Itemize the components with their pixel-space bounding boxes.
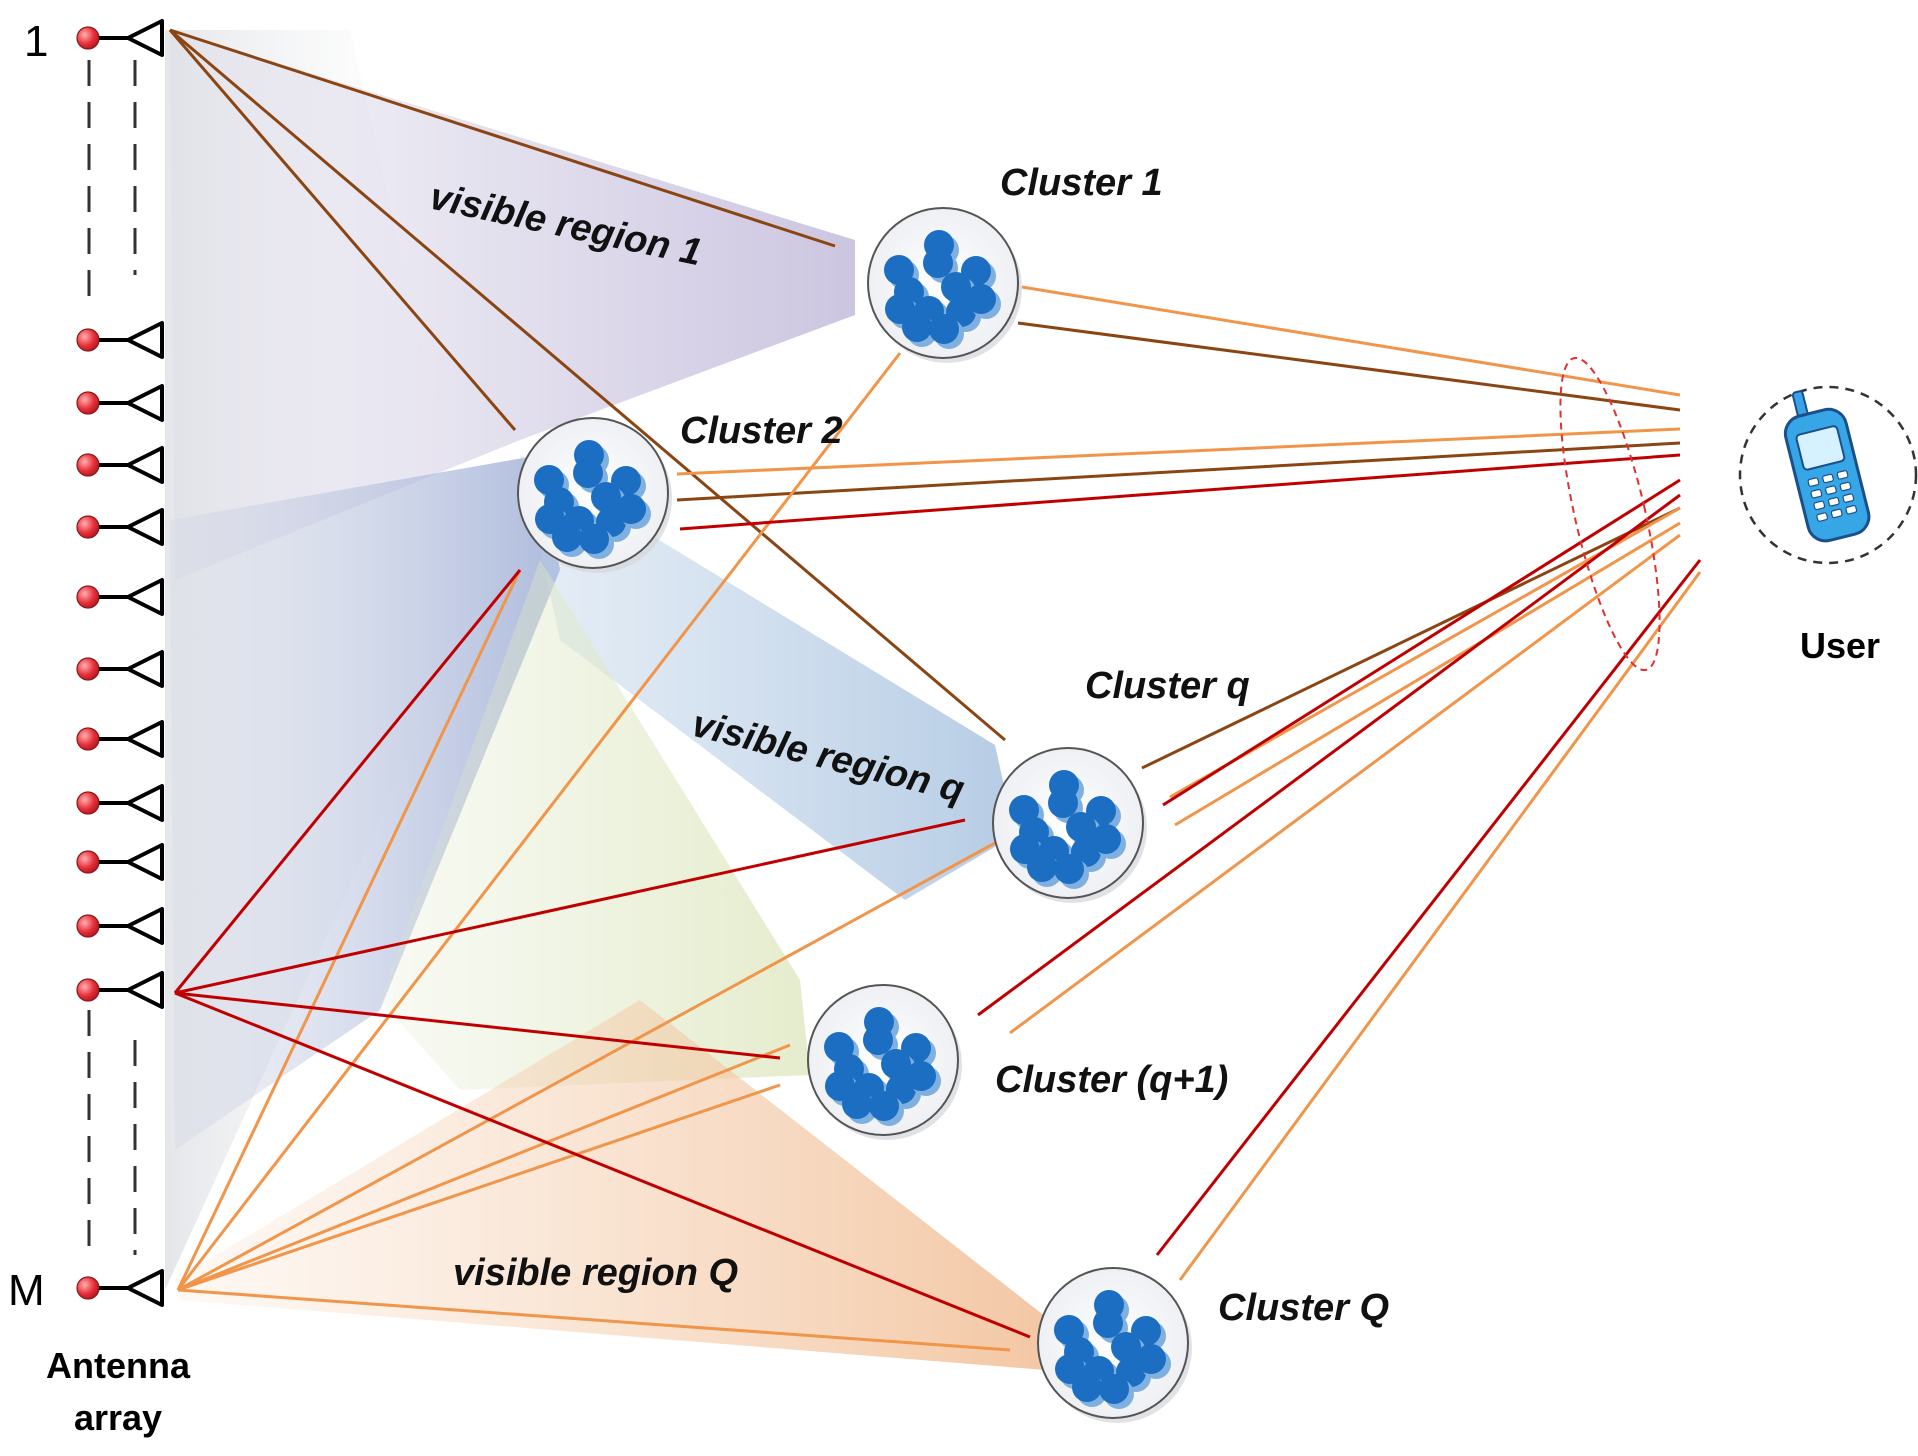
visible-region-Q-label: visible region Q [453, 1252, 738, 1294]
cluster-2 [517, 417, 672, 573]
cluster-q [992, 747, 1147, 903]
scatterer [579, 524, 609, 554]
visible-region-2-area [170, 455, 560, 1150]
scatterer [929, 314, 959, 344]
antenna-icon [75, 784, 164, 822]
scatterer [1136, 1344, 1166, 1374]
scatterer [1027, 852, 1057, 882]
visible-region-Q-area [175, 1000, 1050, 1370]
scatterer [863, 1025, 893, 1055]
cluster-q1 [807, 984, 962, 1140]
scatterer [611, 466, 641, 496]
antenna-icon [75, 321, 164, 359]
beam-ellipse [1559, 356, 1661, 672]
antenna-icon [75, 720, 164, 758]
user [1738, 385, 1918, 565]
cluster-Q-label: Cluster Q [1218, 1287, 1389, 1329]
cluster-2-label: Cluster 2 [680, 410, 843, 452]
scatterer [869, 1091, 899, 1121]
red-paths [173, 453, 1702, 1339]
antenna-first-label: 1 [24, 17, 48, 66]
scatterer [961, 256, 991, 286]
scatterer [591, 482, 621, 512]
antenna-icon [75, 19, 164, 57]
visible-region-1-area [170, 30, 855, 580]
scatterer [1066, 812, 1096, 842]
antenna-icon [75, 508, 164, 546]
visible-region-q-area [520, 455, 1015, 900]
cluster-q1-label: Cluster (q+1) [995, 1059, 1228, 1101]
scatterer [842, 1089, 872, 1119]
antenna-icon [75, 578, 164, 616]
scatterer [1072, 1372, 1102, 1402]
cluster-1 [867, 207, 1022, 363]
array-dashes [87, 60, 137, 1255]
visible-regions [165, 30, 1050, 1370]
antenna-icon [75, 843, 164, 881]
antenna-last-label: M [8, 1266, 45, 1315]
clusters [517, 207, 1192, 1423]
scatterer [1048, 788, 1078, 818]
scatterer [1086, 796, 1116, 826]
antenna-icon [75, 1269, 164, 1307]
brown-paths [168, 28, 1681, 770]
cluster-1-label: Cluster 1 [1000, 162, 1163, 204]
scatterer [941, 272, 971, 302]
antenna-icon [75, 907, 164, 945]
scatterer [902, 312, 932, 342]
cluster-q-label: Cluster q [1085, 665, 1250, 707]
scatterer [1091, 824, 1121, 854]
antenna-array-label-2: array [74, 1397, 162, 1438]
scatterer [573, 458, 603, 488]
scatterer [923, 248, 953, 278]
scatterer [1054, 854, 1084, 884]
scatterer [1093, 1308, 1123, 1338]
visible-region-q1-area [380, 560, 810, 1090]
scatterer [1111, 1332, 1141, 1362]
scatterer [1099, 1374, 1129, 1404]
scatterer [966, 284, 996, 314]
user-label: User [1800, 625, 1880, 666]
antenna-array-label: Antenna [46, 1345, 191, 1386]
scatterer [901, 1033, 931, 1063]
scatterer [1131, 1316, 1161, 1346]
antenna-icon [75, 446, 164, 484]
antenna-icon [75, 384, 164, 422]
cluster-Q [1037, 1267, 1192, 1423]
scatterer [616, 494, 646, 524]
antenna-icon [75, 650, 164, 688]
mobile-phone-icon [1783, 390, 1871, 543]
antenna-icon [75, 971, 164, 1009]
scatterer [881, 1049, 911, 1079]
scatterer [552, 522, 582, 552]
scatterer [906, 1061, 936, 1091]
